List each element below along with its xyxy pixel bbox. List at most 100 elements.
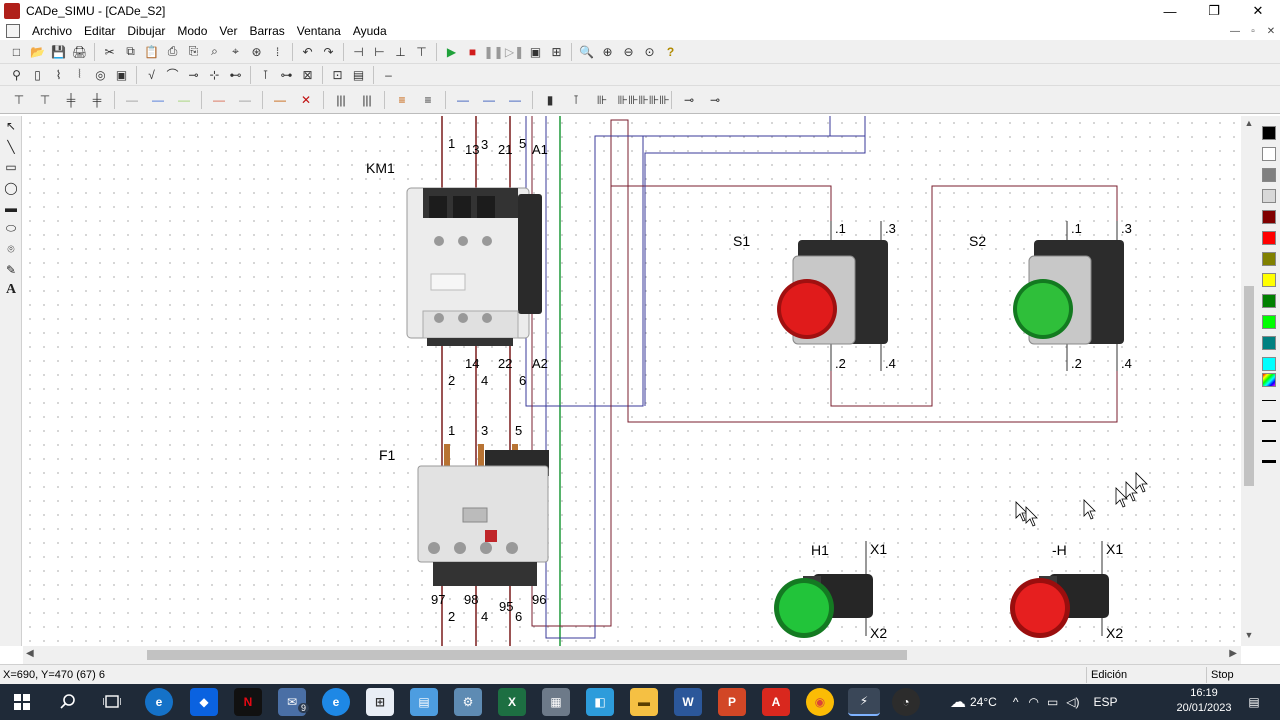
terminal-2-icon[interactable]: ⊪ [596, 92, 608, 107]
line-blue-arrow-icon[interactable]: — [483, 92, 495, 107]
window-icon[interactable]: ▣ [529, 44, 542, 59]
custom-color-icon[interactable] [1262, 373, 1276, 387]
terminal-4-icon[interactable]: ⊪⊪ [617, 92, 639, 107]
line-blue-icon[interactable]: — [457, 92, 469, 107]
horizontal-scroll-thumb[interactable] [147, 650, 907, 660]
cade-simu-icon[interactable]: ⚡ [848, 688, 880, 716]
cross-double-icon[interactable]: ╪ [92, 92, 102, 107]
language-indicator[interactable]: ESP [1093, 695, 1118, 709]
find-icon[interactable]: ⌕ [211, 44, 218, 58]
power-supply-icon[interactable]: ⚲ [12, 67, 21, 82]
chrome-icon[interactable]: ◉ [806, 688, 834, 716]
undo-icon[interactable]: ↶ [302, 44, 313, 59]
settings-icon[interactable]: ⚙ [454, 688, 482, 716]
mdi-minimize-button[interactable]: — [1230, 25, 1240, 37]
pen-tool-icon[interactable]: ✎ [5, 262, 17, 277]
zoom-in-icon[interactable]: ⊕ [602, 44, 613, 59]
powerpoint-icon[interactable]: P [718, 688, 746, 716]
tray-chevron-icon[interactable]: ^ [1012, 695, 1019, 709]
pilot-lamp-h1[interactable]: H1 X1 X2 [774, 541, 887, 641]
mdi-close-button[interactable]: ✕ [1266, 25, 1276, 37]
fuse-icon[interactable]: ▯ [34, 67, 41, 82]
menu-dibujar[interactable]: Dibujar [127, 24, 166, 38]
notes-icon[interactable]: ◧ [586, 688, 614, 716]
task-view-icon[interactable] [98, 688, 126, 716]
help-icon[interactable]: ? [666, 44, 675, 59]
line-width-medium-icon[interactable] [1262, 420, 1276, 422]
text-tool-icon[interactable]: A [5, 282, 17, 298]
stop-icon[interactable]: ■ [468, 44, 477, 59]
export-icon[interactable]: ⎘ [188, 44, 199, 58]
paste-icon[interactable]: 📋 [144, 44, 159, 59]
wire-blue-icon[interactable]: — [152, 92, 164, 107]
menu-ayuda[interactable]: Ayuda [352, 24, 387, 38]
terminal-icon[interactable]: ▮ [546, 92, 554, 107]
pushbutton-s1[interactable]: S1 .1 .3 .2 .4 [733, 221, 896, 371]
excel-icon[interactable]: X [498, 688, 526, 716]
network-icon[interactable]: ◠ [1028, 695, 1039, 709]
file-explorer-icon[interactable]: ▬ [630, 688, 658, 716]
relay-icon[interactable]: ⊶ [280, 67, 293, 82]
acrobat-icon[interactable]: A [762, 688, 790, 716]
pause-icon[interactable]: ❚❚ [483, 44, 504, 59]
timer-icon[interactable]: ⊠ [302, 67, 313, 82]
rectangle-tool-icon[interactable]: ▭ [5, 160, 17, 175]
maximize-button[interactable]: ❐ [1208, 3, 1220, 18]
copy-icon[interactable]: ⧉ [126, 44, 135, 58]
grid-icon[interactable]: ⁞ [275, 44, 280, 59]
horizontal-scrollbar[interactable]: ◀ ▶ [23, 646, 1241, 664]
wire-brown-icon[interactable]: — [274, 92, 286, 107]
contact-no-icon[interactable]: √ [148, 67, 155, 82]
terminal-6-icon[interactable]: ⊪⊪⊪ [638, 92, 670, 107]
switch-icon[interactable]: ⌇ [55, 67, 62, 82]
new-icon[interactable]: □ [12, 44, 21, 59]
zoom-icon[interactable]: 🔍 [579, 44, 594, 59]
menu-ver[interactable]: Ver [219, 24, 238, 38]
color-swatch[interactable] [1262, 189, 1276, 203]
color-swatch[interactable] [1262, 315, 1276, 329]
plc-icon[interactable]: ⊡ [332, 67, 343, 82]
line-width-thin-icon[interactable] [1262, 400, 1276, 401]
contact-nc-icon[interactable]: ⌒ [166, 68, 179, 82]
pushbutton-icon[interactable]: ⊸ [188, 67, 199, 82]
line-tool-icon[interactable]: ╲ [7, 139, 15, 154]
clock[interactable]: 16:19 20/01/2023 [1172, 686, 1236, 716]
limit-switch-icon[interactable]: ⊷ [229, 67, 242, 82]
netflix-icon[interactable]: N [234, 688, 262, 716]
coil-icon[interactable]: ⊺ [262, 67, 269, 82]
battery-icon[interactable]: ▭ [1046, 695, 1059, 709]
files-icon[interactable]: ▤ [410, 688, 438, 716]
save-icon[interactable]: 💾 [51, 44, 66, 59]
search-icon[interactable] [54, 688, 82, 716]
weather-temp[interactable]: 24°C [970, 695, 997, 709]
menu-ventana[interactable]: Ventana [296, 24, 341, 38]
filled-ellipse-tool-icon[interactable]: ⬭ [5, 221, 17, 236]
print-icon[interactable]: 🖨 [71, 44, 88, 59]
filled-rectangle-tool-icon[interactable]: ▬ [5, 201, 17, 216]
zoom-out-icon[interactable]: ⊖ [623, 44, 634, 59]
properties-icon[interactable]: ⊛ [251, 44, 262, 59]
scroll-down-icon[interactable]: ▼ [1244, 630, 1254, 640]
three-wire-alt-icon[interactable]: ||| [362, 92, 372, 107]
cross-icon[interactable]: ╪ [66, 92, 76, 107]
color-swatch[interactable] [1262, 231, 1276, 245]
play-icon[interactable]: ▶ [446, 44, 457, 59]
start-icon[interactable] [8, 688, 36, 716]
color-swatch[interactable] [1262, 126, 1276, 140]
align-left-icon[interactable]: ⊣ [353, 44, 364, 59]
wire-icon[interactable]: – [385, 67, 392, 82]
vertical-scrollbar[interactable]: ▲ ▼ [1241, 116, 1257, 646]
color-swatch[interactable] [1262, 336, 1276, 350]
color-swatch[interactable] [1262, 252, 1276, 266]
dropbox-icon[interactable]: ◆ [190, 688, 218, 716]
menu-archivo[interactable]: Archivo [32, 24, 73, 38]
print-preview-icon[interactable]: ⎙ [167, 44, 178, 58]
word-icon[interactable]: W [674, 688, 702, 716]
wire-green-icon[interactable]: — [178, 92, 190, 107]
scroll-left-icon[interactable]: ◀ [26, 648, 34, 659]
plc-module-icon[interactable]: ▤ [352, 67, 365, 82]
tile-icon[interactable]: ⊞ [551, 44, 562, 59]
volume-icon[interactable]: ◁) [1066, 695, 1080, 709]
three-wire-icon[interactable]: ||| [336, 92, 346, 107]
connector-alt-icon[interactable]: ⊸ [709, 92, 721, 107]
